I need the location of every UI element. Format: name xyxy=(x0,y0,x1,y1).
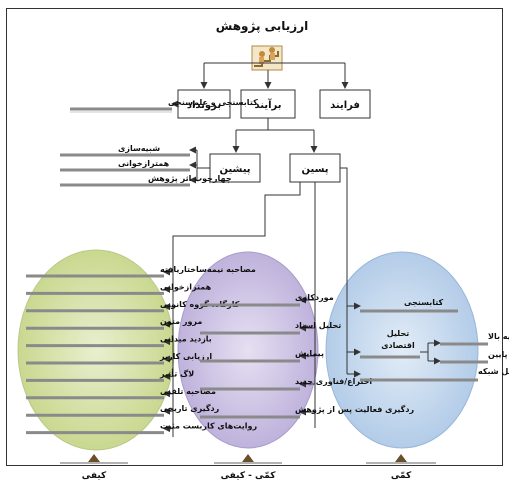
qualitative-item: بازدید میدانی xyxy=(160,335,212,344)
network-analysis-method: نگاشت و تحلیل شبکه xyxy=(478,366,509,376)
economic-analysis-method: تحلیل xyxy=(387,329,409,338)
bibliometrics-method: کتابسنجی xyxy=(404,298,444,307)
mixed-label: کمّی - کیفی xyxy=(221,471,277,481)
mixed-item: پیمایش xyxy=(295,349,324,359)
quantitative-ellipse xyxy=(325,251,479,449)
qualitative-item: روایت‌های کاربست مثبت xyxy=(160,422,257,431)
top-down-method: رویه بالا xyxy=(488,332,509,341)
process-node-label: فرایند xyxy=(330,100,360,111)
quantitative-label: کمّی xyxy=(391,471,412,481)
ex-ante-node-box xyxy=(209,153,261,183)
output-node-box xyxy=(177,89,231,119)
qualitative-ellipse xyxy=(17,249,175,451)
result-node-label: برآیند xyxy=(254,98,281,111)
ex-ante-methods-list: شبیه‌سازی همترازخوانی چهارچوب اثر پژوهش xyxy=(60,144,232,187)
qualitative-item: کارگاه، گروه کانونی xyxy=(160,299,240,309)
mixed-item: موردکاوی xyxy=(295,293,334,302)
bottom-up-method: رویه پایین xyxy=(488,350,509,359)
qualitative-item: مصاحبه نیمه‌ساختاریافته xyxy=(160,265,256,274)
qualitative-item: مرور متون xyxy=(160,317,202,326)
climbing-stairs-icon xyxy=(251,45,283,71)
ex-ante-item: همترازخوانی xyxy=(118,159,170,168)
qualitative-item: ارزیابی کاربر xyxy=(159,352,212,361)
mixed-item: تحلیل اسناد xyxy=(295,321,341,330)
ex-ante-item: شبیه‌سازی xyxy=(118,144,160,153)
mixed-item: ردگیری فعالیت پس از پژوهش xyxy=(295,404,414,415)
qualitative-category: کیفی xyxy=(60,454,128,481)
output-node-label: برونداد xyxy=(187,100,221,111)
qualitative-label: کیفی xyxy=(82,471,107,481)
ex-ante-node-label: پیشین xyxy=(219,164,250,175)
ex-post-node-label: پسین xyxy=(301,164,328,175)
quantitative-category: کمّی xyxy=(366,454,436,481)
mixed-item: اختراع/فناوری جدید xyxy=(295,377,372,386)
qualitative-item: مصاحبه تلفنی xyxy=(160,387,216,396)
mixed-methods-list: موردکاوی تحلیل اسناد پیمایش اختراع/فناوری ج… xyxy=(200,293,414,419)
process-node-box xyxy=(319,89,371,119)
mixed-category: کمّی - کیفی xyxy=(214,454,282,481)
mixed-ellipse xyxy=(177,251,319,449)
quantitative-methods-list: کتابسنجی تحلیل اقتصادی رویه بالا رویه پا… xyxy=(347,298,509,382)
bibliometrics-output-label: کتابسنجی و علم‌سنجی xyxy=(168,98,258,107)
economic-analysis-method-line2: اقتصادی xyxy=(381,341,415,350)
qualitative-methods-list: مصاحبه نیمه‌ساختاریافته همترازخوانی کارگاه… xyxy=(26,265,257,435)
diagram-title: ارزیابی پژوهش xyxy=(216,19,308,34)
ex-ante-item: چهارچوب اثر پژوهش xyxy=(148,174,232,184)
qualitative-item: ردگیری تاریخی xyxy=(160,403,220,413)
qualitative-item: همترازخوانی xyxy=(160,282,212,291)
qualitative-item: لاگ تأثیر xyxy=(159,368,194,378)
triangle-marker-icon xyxy=(88,454,100,462)
triangle-marker-icon xyxy=(395,454,407,462)
result-node-box xyxy=(240,89,296,119)
triangle-marker-icon xyxy=(242,454,254,462)
